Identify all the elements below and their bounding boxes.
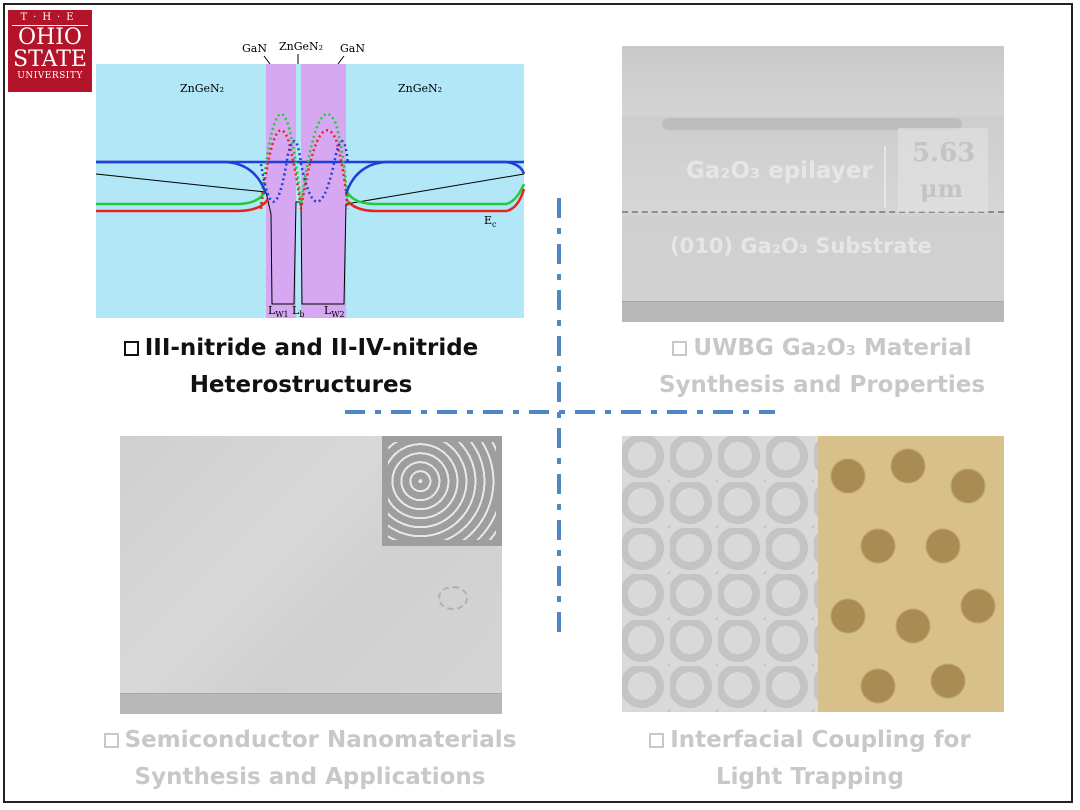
checkbox-icon (123, 341, 139, 356)
checkbox-icon (672, 341, 688, 356)
afm-3d-map (818, 436, 1004, 712)
conduction-band-profile (95, 173, 525, 305)
nanomaterials-sem-image (120, 436, 502, 714)
label-lw2: LW2 (324, 304, 345, 319)
slide-frame (3, 3, 1073, 803)
hexagonal-array-sem (622, 436, 818, 712)
logo-ohio: OHIO (18, 25, 82, 50)
gan-well-2 (301, 64, 346, 318)
label-lw1: LW1 (268, 304, 289, 319)
thickness-unit: μm (920, 174, 963, 203)
divider-vertical (557, 198, 561, 634)
light-trapping-image (622, 436, 1004, 712)
label-zngen2-left: ZnGeN₂ (180, 82, 224, 95)
logo-university: UNIVERSITY (17, 71, 83, 81)
caption-uwbg-ga2o3[interactable]: UWBG Ga₂O₃ Material Synthesis and Proper… (658, 335, 986, 398)
nanowire-inset (382, 436, 502, 546)
label-gan-left: GaN (242, 42, 267, 55)
thickness-arrow-icon (884, 146, 886, 208)
label-zngen2-right: ZnGeN₂ (398, 82, 442, 95)
ohio-state-logo: T·H·E OHIO STATE UNIVERSITY (8, 10, 92, 92)
caption-heterostructures[interactable]: III-nitride and II-IV-nitride Heterostru… (96, 330, 506, 404)
logo-state: STATE (13, 47, 87, 72)
logo-the: T·H·E (20, 12, 80, 23)
substrate-label: (010) Ga₂O₃ Substrate (670, 234, 932, 258)
red-wavefunction (259, 129, 350, 210)
label-lb: Lb (292, 304, 304, 319)
divider-horizontal (345, 410, 775, 414)
ga2o3-sem-image: Ga₂O₃ epilayer 5.63 μm (010) Ga₂O₃ Subst… (622, 46, 1004, 322)
blue-wavefunction (259, 140, 350, 203)
caption-nanomaterials[interactable]: Semiconductor Nanomaterials Synthesis an… (70, 722, 550, 796)
checkbox-icon (103, 733, 119, 748)
checkbox-icon (649, 733, 665, 748)
red-band (96, 188, 526, 213)
thickness-value: 5.63 (912, 138, 976, 168)
gan-well-1 (266, 64, 296, 318)
label-zngen2-top: ZnGeN₂ (279, 40, 323, 53)
label-gan-right: GaN (340, 42, 365, 55)
sem-scalebar (622, 301, 1004, 322)
caption-light-trapping[interactable]: Interfacial Coupling for Light Trapping (610, 722, 1010, 796)
label-ec: Ec (484, 214, 497, 229)
epilayer-label: Ga₂O₃ epilayer (686, 158, 873, 184)
sem-scalebar (120, 693, 502, 714)
band-diagram: GaN ZnGeN₂ GaN ZnGeN₂ ZnGeN₂ Ec LW1 Lb L… (95, 40, 526, 319)
